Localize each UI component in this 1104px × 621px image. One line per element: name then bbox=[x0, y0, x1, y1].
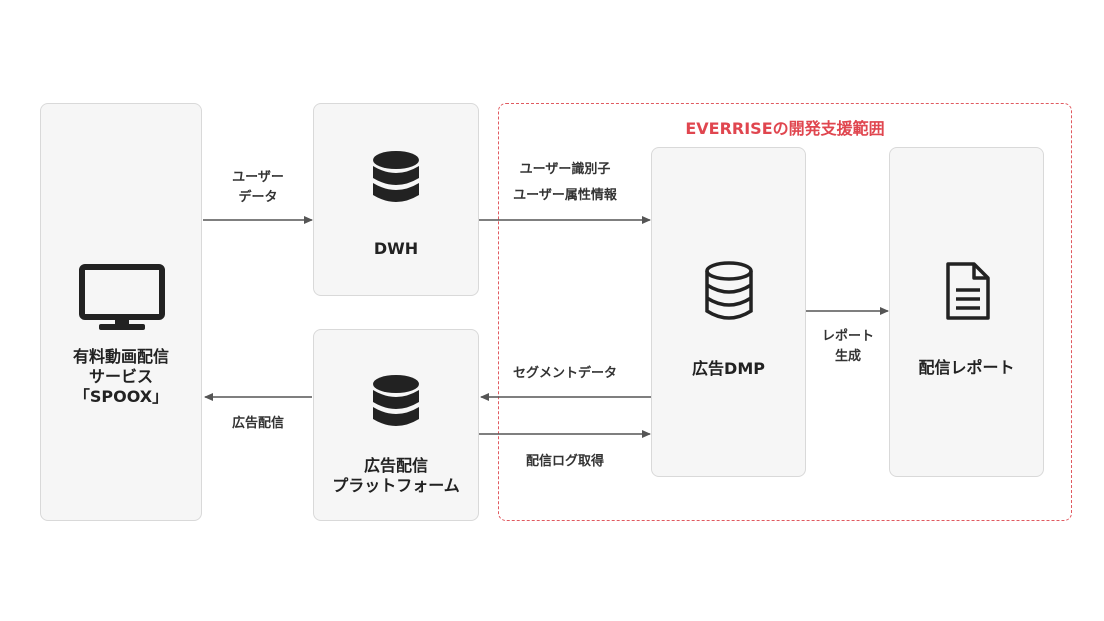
edge-label-ad-delivery: 広告配信 bbox=[231, 416, 284, 431]
database-icon bbox=[705, 261, 753, 320]
dwh-label: DWH bbox=[373, 239, 419, 258]
everrise-scope-boundary bbox=[498, 103, 1072, 521]
edge-label-segment: セグメントデータ bbox=[512, 366, 617, 381]
ad-dmp-label: 広告DMP bbox=[692, 359, 765, 378]
edge-label-report-gen: レポート 生成 bbox=[821, 329, 874, 364]
ad-platform-label: 広告配信 プラットフォーム bbox=[332, 456, 460, 495]
spoox-label: 有料動画配信 サービス 「SPOOX」 bbox=[72, 347, 169, 406]
node-dwh: DWH bbox=[313, 103, 479, 296]
database-icon bbox=[373, 151, 419, 202]
node-spoox: 有料動画配信 サービス 「SPOOX」 bbox=[40, 103, 202, 521]
monitor-icon bbox=[79, 264, 165, 330]
scope-title: EVERRISEの開発支援範囲 bbox=[685, 119, 885, 138]
database-icon bbox=[373, 375, 419, 426]
edge-label-log: 配信ログ取得 bbox=[525, 454, 604, 469]
report-label: 配信レポート bbox=[918, 358, 1015, 377]
document-icon bbox=[946, 262, 990, 320]
node-report: 配信レポート bbox=[889, 147, 1044, 477]
edge-label-user-data: ユーザー データ bbox=[232, 170, 284, 205]
node-ad-platform: 広告配信 プラットフォーム bbox=[313, 329, 479, 521]
edge-label-user-id: ユーザー識別子 ユーザー属性情報 bbox=[513, 162, 617, 203]
node-ad-dmp: 広告DMP bbox=[651, 147, 806, 477]
